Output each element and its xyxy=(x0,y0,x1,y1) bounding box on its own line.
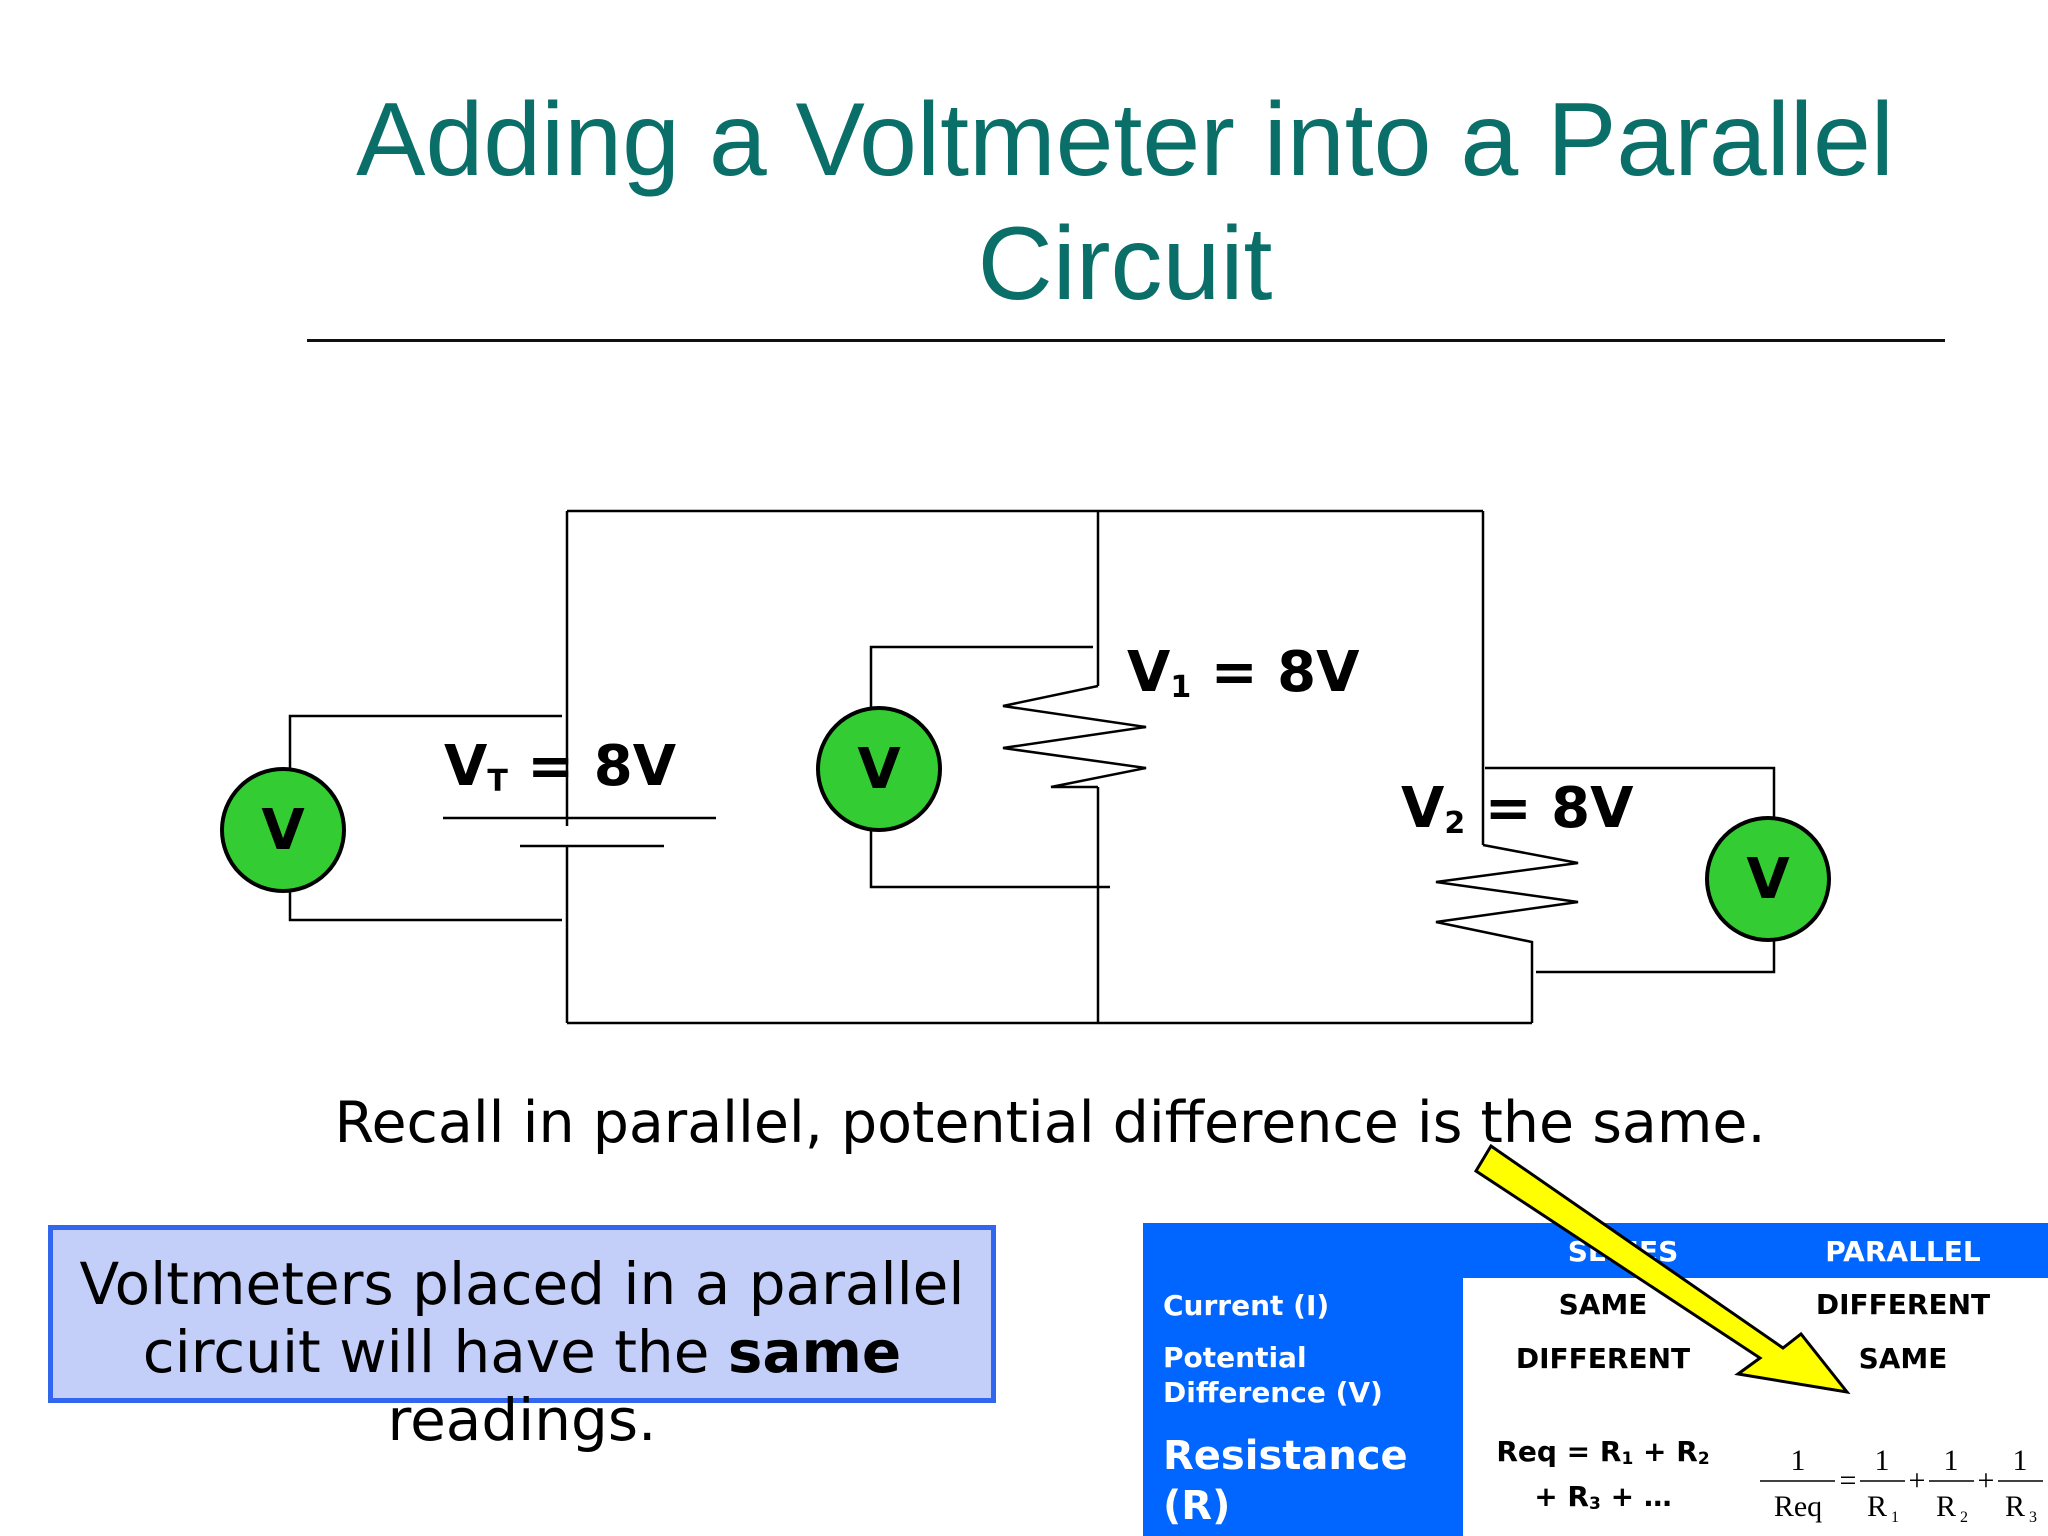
svg-text:R: R xyxy=(1936,1490,1956,1523)
v2-lead-bottom xyxy=(1536,936,1776,974)
cell-resistance-series: Req = R1 + R2 + R3 + … xyxy=(1496,1435,1710,1514)
series-parallel-table: SERIES PARALLEL Current (I) SAME DIFFERE… xyxy=(1143,1223,2048,1536)
svg-text:1: 1 xyxy=(2013,1444,2028,1477)
fraction-1-over-r2: 1 R 2 xyxy=(1929,1444,1974,1526)
parallel-circuit-diagram xyxy=(288,509,1776,1025)
equals-sign: = xyxy=(1840,1464,1857,1497)
svg-text:Req: Req xyxy=(1774,1490,1822,1523)
vt-lead-top xyxy=(288,714,562,771)
label-r2-voltage: V2 = 8V xyxy=(1401,776,1634,841)
label-total-voltage: VT = 8V xyxy=(444,734,677,799)
fraction-1-over-r1: 1 R 1 xyxy=(1860,1444,1905,1526)
cell-pd-parallel: SAME xyxy=(1858,1342,1948,1375)
callout-box: Voltmeters placed in a parallel circuit … xyxy=(48,1225,996,1454)
resistor-r2 xyxy=(1435,843,1579,1023)
cell-current-series: SAME xyxy=(1558,1288,1648,1321)
col-header-parallel: PARALLEL xyxy=(1825,1235,1981,1268)
col-header-series: SERIES xyxy=(1567,1235,1679,1268)
parallel-resistance-formula: 1 Req = 1 R 1 + 1 R 2 + 1 R 3 xyxy=(1760,1444,2043,1526)
v2-lead-top xyxy=(1485,766,1776,820)
resistor-r1 xyxy=(1002,684,1147,789)
fraction-1-over-req: 1 Req xyxy=(1760,1444,1835,1523)
fraction-1-over-r3: 1 R 3 xyxy=(1998,1444,2043,1526)
cell-current-parallel: DIFFERENT xyxy=(1815,1288,1991,1321)
cell-pd-series: DIFFERENT xyxy=(1515,1342,1691,1375)
svg-text:3: 3 xyxy=(2029,1509,2037,1526)
row-label-current: Current (I) xyxy=(1163,1289,1330,1322)
callout-bold: same xyxy=(727,1318,902,1386)
label-r1-voltage: V1 = 8V xyxy=(1127,640,1360,705)
title-divider xyxy=(307,339,1945,342)
voltmeter-r1: V xyxy=(816,706,942,832)
v1-lead-bottom xyxy=(869,828,1110,889)
slide-title: Adding a Voltmeter into a Parallel Circu… xyxy=(356,82,1894,322)
callout-text-end: readings. xyxy=(387,1386,657,1454)
row-label-resistance: Resistance (R) xyxy=(1163,1433,1408,1529)
svg-text:R: R xyxy=(1867,1490,1887,1523)
svg-text:1: 1 xyxy=(1791,1444,1806,1477)
recall-statement: Recall in parallel, potential difference… xyxy=(334,1090,1766,1156)
plus-sign-1: + xyxy=(1909,1464,1926,1497)
svg-text:2: 2 xyxy=(1960,1509,1968,1526)
row-label-potential-difference: Potential Difference (V) xyxy=(1163,1341,1383,1409)
voltmeter-r2: V xyxy=(1705,816,1831,942)
svg-text:1: 1 xyxy=(1891,1509,1899,1526)
vt-lead-bottom xyxy=(288,886,562,922)
svg-text:1: 1 xyxy=(1944,1444,1959,1477)
callout-text: Voltmeters placed in a parallel circuit … xyxy=(79,1250,965,1386)
voltmeter-total: V xyxy=(220,767,346,893)
svg-text:R: R xyxy=(2005,1490,2025,1523)
v1-lead-top xyxy=(869,645,1093,710)
plus-sign-2: + xyxy=(1978,1464,1995,1497)
svg-text:1: 1 xyxy=(1875,1444,1890,1477)
